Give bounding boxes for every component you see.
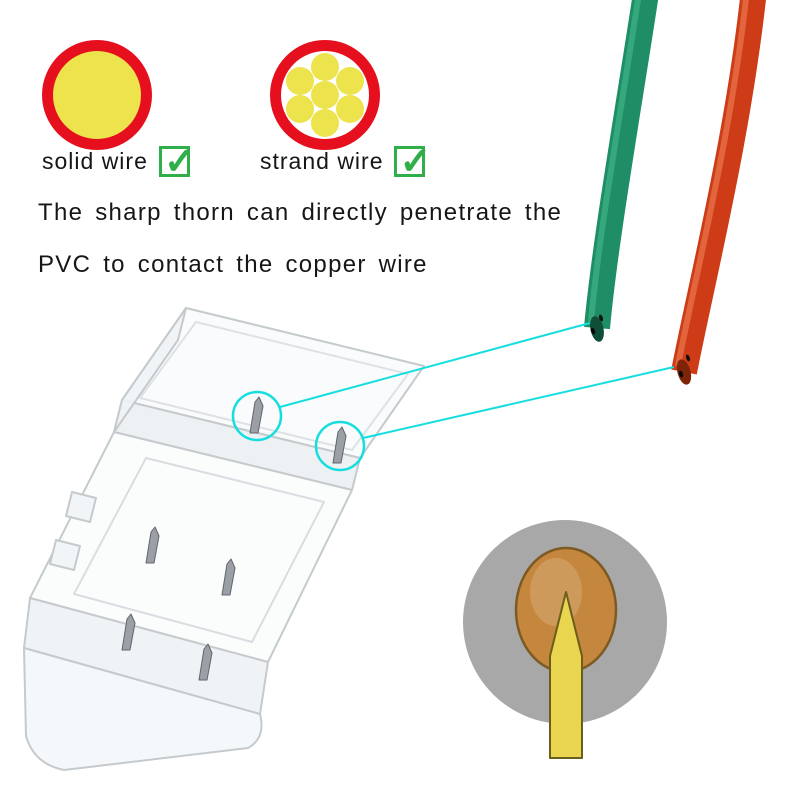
connector-bottom-lip [23, 647, 263, 771]
strand-core [311, 53, 339, 81]
red-wire-body [671, 0, 766, 375]
callout-line-to-red-wire [362, 366, 675, 439]
pin-thorn [332, 426, 347, 464]
solid-wire-caption: solid wire ✓ [42, 143, 196, 180]
strand-wire-icon [270, 40, 380, 150]
green-wire-pierce-hole [598, 314, 604, 322]
callout-circle-right [314, 420, 366, 472]
callout-annotations [231, 322, 675, 472]
green-wire-pierce-hole [590, 327, 596, 335]
strand-core [311, 81, 339, 109]
green-wire-body [584, 0, 659, 330]
pin-thorn [145, 526, 160, 564]
connector-tray-inner-line [73, 457, 325, 643]
callout-line-to-green-wire [279, 322, 591, 408]
red-wire-pierce-hole [685, 354, 691, 362]
green-wire-highlight [588, 0, 641, 323]
pin-thorn [121, 613, 136, 651]
strand-wire-caption: strand wire ✓ [260, 143, 431, 180]
cross-section-detail [463, 520, 667, 759]
strand-core [286, 95, 314, 123]
connector-lid-inner-line [139, 321, 409, 451]
thorn-spike [549, 591, 583, 759]
green-wire-cut-end [590, 316, 604, 342]
strand-wire-label: strand wire [260, 148, 384, 174]
red-wire [671, 0, 766, 385]
solid-wire-label: solid wire [42, 148, 148, 174]
pin-thorn [249, 396, 264, 434]
description-line-2: PVC to contact the copper wire [38, 251, 428, 278]
red-wire-pierce-hole [678, 370, 684, 378]
solid-wire-core [53, 51, 141, 139]
strand-core [336, 95, 364, 123]
solid-wire-icon [42, 40, 152, 150]
checkmark-glyph: ✓ [163, 140, 197, 183]
strand-core [286, 67, 314, 95]
connector-illustration [23, 307, 425, 771]
strand-core [311, 109, 339, 137]
connector-clip-tab [49, 539, 81, 571]
strand-core [336, 67, 364, 95]
description-line-1: The sharp thorn can directly penetrate t… [38, 199, 563, 226]
pin-thorn [221, 558, 236, 596]
copper-core-highlight [530, 558, 582, 626]
pin-thorn [198, 643, 213, 681]
callout-circle-left [231, 390, 283, 442]
check-icon: ✓ [158, 143, 196, 180]
red-wire-cut-end [676, 359, 692, 385]
connector-clip-tab [65, 491, 97, 523]
red-wire-highlight [675, 0, 749, 367]
check-icon: ✓ [394, 143, 431, 180]
green-wire [584, 0, 659, 342]
checkmark-glyph: ✓ [399, 140, 433, 183]
